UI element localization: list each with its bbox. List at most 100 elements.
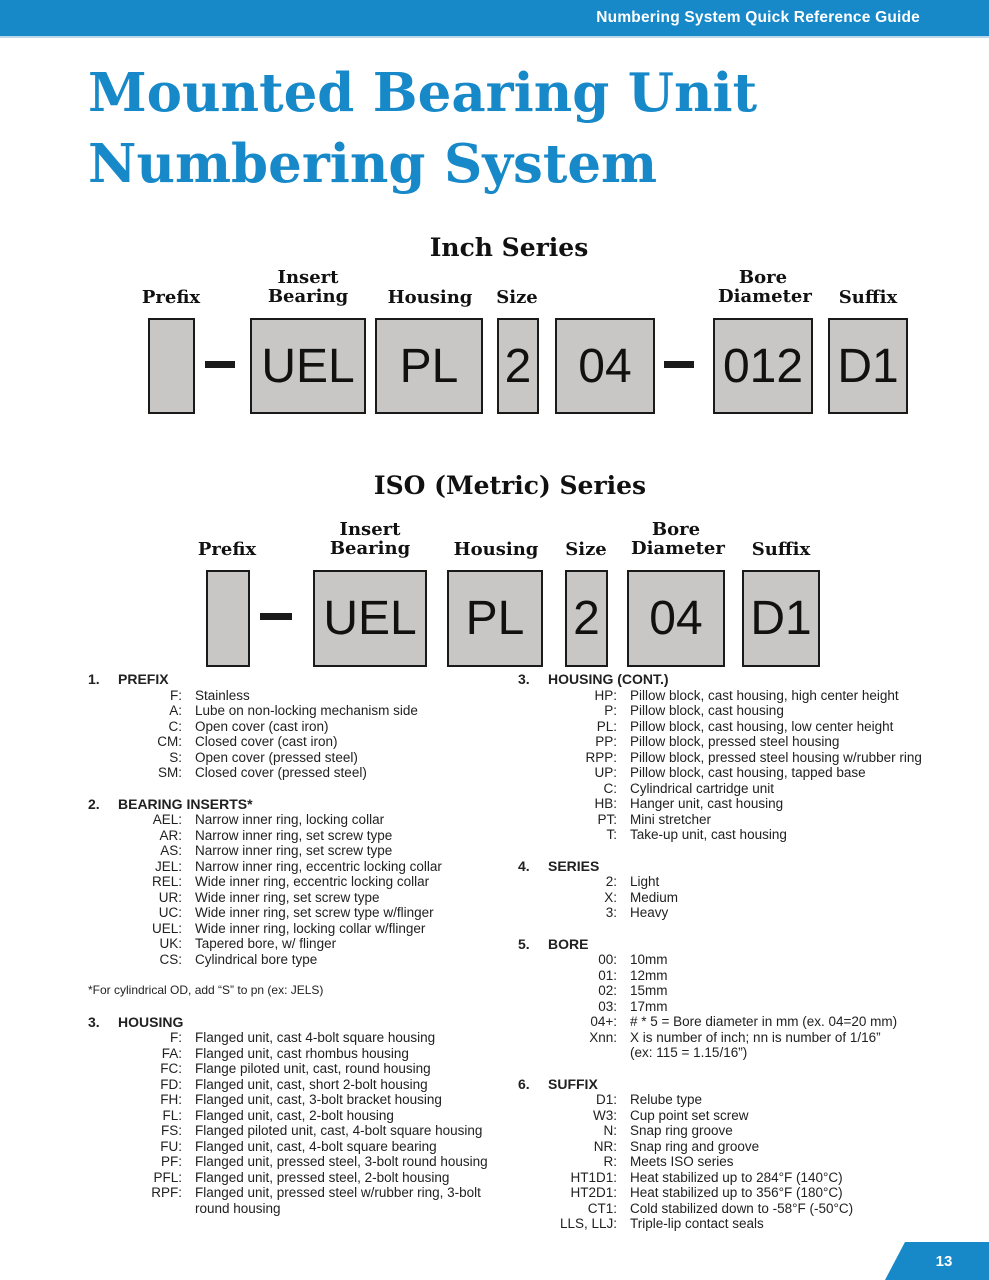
item-code: 01: — [598, 967, 617, 983]
item-description: Heat stabilized up to 356°F (180°C) — [630, 1185, 843, 1200]
item-code: Xnn: — [589, 1029, 617, 1045]
definition-section: 3.HOUSING (CONT.)HP:Pillow block, cast h… — [518, 671, 986, 843]
list-item: P:Pillow block, cast housing — [518, 703, 986, 719]
list-item: W3:Cup point set screw — [518, 1108, 986, 1124]
list-item: HB:Hanger unit, cast housing — [518, 796, 986, 812]
page-number: 13 — [935, 1252, 953, 1270]
list-item-continuation: (ex: 115 = 1.15/16”) — [518, 1045, 986, 1061]
iso-label-prefix: Prefix — [197, 539, 257, 560]
list-item: 2:Light — [518, 874, 986, 890]
item-description: Meets ISO series — [630, 1154, 734, 1169]
item-description: Flanged unit, cast, 3-bolt bracket housi… — [195, 1092, 442, 1107]
iso-label-size: Size — [565, 539, 607, 560]
item-code: HB: — [594, 796, 617, 811]
list-item: PT:Mini stretcher — [518, 812, 986, 828]
inch-box-suffix: D1 — [828, 318, 908, 414]
item-description: 17mm — [630, 998, 668, 1014]
list-item: F:Stainless — [88, 688, 510, 704]
section-number: 3. — [518, 671, 530, 687]
inch-box-size: 2 — [497, 318, 539, 414]
section-header: 1. PREFIX — [88, 671, 510, 688]
item-code-empty — [518, 1045, 617, 1061]
item-description: Narrow inner ring, locking collar — [195, 812, 385, 827]
item-description: Closed cover (cast iron) — [195, 734, 338, 749]
list-item: SM:Closed cover (pressed steel) — [88, 765, 510, 781]
item-description: Pillow block, cast housing, tapped base — [630, 765, 866, 780]
item-code: S: — [169, 749, 182, 765]
list-item: CT1:Cold stabilized down to -58°F (-50°C… — [518, 1201, 986, 1217]
item-code: 03: — [598, 998, 617, 1014]
item-code: FS: — [160, 1123, 182, 1138]
list-item: HT2D1: Heat stabilized up to 356°F (180°C… — [518, 1185, 986, 1201]
iso-series-heading: ISO (Metric) Series — [373, 471, 647, 500]
item-code: FC: — [160, 1061, 182, 1076]
item-code: PFL: — [153, 1169, 182, 1185]
item-code: UK: — [159, 936, 182, 951]
list-item: PP:Pillow block, pressed steel housing — [518, 734, 986, 750]
item-code: FL: — [162, 1107, 182, 1123]
inch-label-prefix: Prefix — [141, 287, 201, 308]
item-code: AR: — [159, 827, 182, 843]
list-item: JEL:Narrow inner ring, eccentric locking… — [88, 859, 510, 875]
item-code: C: — [168, 718, 183, 734]
list-item: N:Snap ring groove — [518, 1123, 986, 1139]
item-code: HT2D1: — [570, 1185, 617, 1200]
section-header: 2. BEARING INSERTS* — [88, 795, 510, 813]
inch-box-size-number: 04 — [555, 318, 655, 414]
page-title-line1: Mounted Bearing Unit — [88, 62, 758, 124]
item-code: PT: — [597, 811, 617, 827]
list-item: PF:Flanged unit, pressed steel, 3-bolt r… — [88, 1154, 510, 1170]
list-item: CS:Cylindrical bore type — [88, 952, 510, 968]
section-title: SERIES — [548, 857, 600, 874]
section-number: 5. — [518, 935, 530, 952]
item-description: Cup point set screw — [630, 1107, 749, 1123]
list-item: Xnn:X is number of inch; nn is number of… — [518, 1030, 986, 1046]
item-description: Pillow block, cast housing, low center h… — [630, 718, 894, 734]
item-code: D1: — [595, 1092, 617, 1107]
item-code: LLS, LLJ: — [559, 1216, 617, 1231]
item-description: Pillow block, cast housing, high center … — [630, 687, 899, 703]
item-description: # * 5 = Bore diameter in mm (ex. 04=20 m… — [630, 1014, 898, 1029]
item-description: Flanged unit, pressed steel w/rubber rin… — [195, 1185, 481, 1200]
section-title: BEARING INSERTS* — [118, 795, 253, 812]
item-description: Medium — [630, 889, 679, 905]
item-code: 2: — [605, 874, 617, 889]
inch-label-insert-bearing: Insert Bearing — [267, 267, 349, 307]
item-description: Lube on non-locking mechanism side — [195, 703, 418, 718]
section-title: PREFIX — [118, 671, 169, 687]
list-item: FS:Flanged piloted unit, cast, 4-bolt sq… — [88, 1123, 510, 1139]
item-description: Snap ring and groove — [630, 1138, 760, 1154]
section-header: 3.HOUSING — [88, 1013, 510, 1031]
section-number: 4. — [518, 857, 530, 874]
inch-label-size: Size — [496, 287, 538, 308]
item-description: Flanged unit, pressed steel, 3-bolt roun… — [195, 1154, 488, 1169]
item-code: SM: — [157, 765, 182, 780]
section-title: HOUSING — [118, 1013, 184, 1030]
item-code: F: — [170, 687, 182, 703]
section-title: SUFFIX — [548, 1075, 598, 1092]
item-description: Pillow block, cast housing — [630, 703, 784, 718]
item-description: Cold stabilized down to -58°F (-50°C) — [630, 1200, 854, 1216]
item-description: Flange piloted unit, cast, round housing — [195, 1061, 431, 1076]
item-code: RPF: — [151, 1185, 182, 1200]
item-code-empty — [88, 1201, 182, 1217]
list-item: D1:Relube type — [518, 1092, 986, 1108]
item-code: UR: — [158, 889, 182, 905]
section-number: 2. — [88, 795, 100, 812]
item-description: Tapered bore, w/ flinger — [195, 936, 337, 951]
section-title: BORE — [548, 935, 589, 952]
section-number: 1. — [88, 671, 100, 687]
item-code: FD: — [160, 1076, 182, 1092]
inch-series-heading: Inch Series — [429, 233, 589, 262]
definitions-column-right: 3.HOUSING (CONT.)HP:Pillow block, cast h… — [518, 671, 986, 1232]
item-description: Wide inner ring, locking collar w/flinge… — [195, 920, 426, 936]
item-code: PL: — [596, 718, 617, 734]
item-description: Pillow block, pressed steel housing w/ru… — [630, 749, 922, 765]
item-code: CM: — [157, 734, 182, 749]
